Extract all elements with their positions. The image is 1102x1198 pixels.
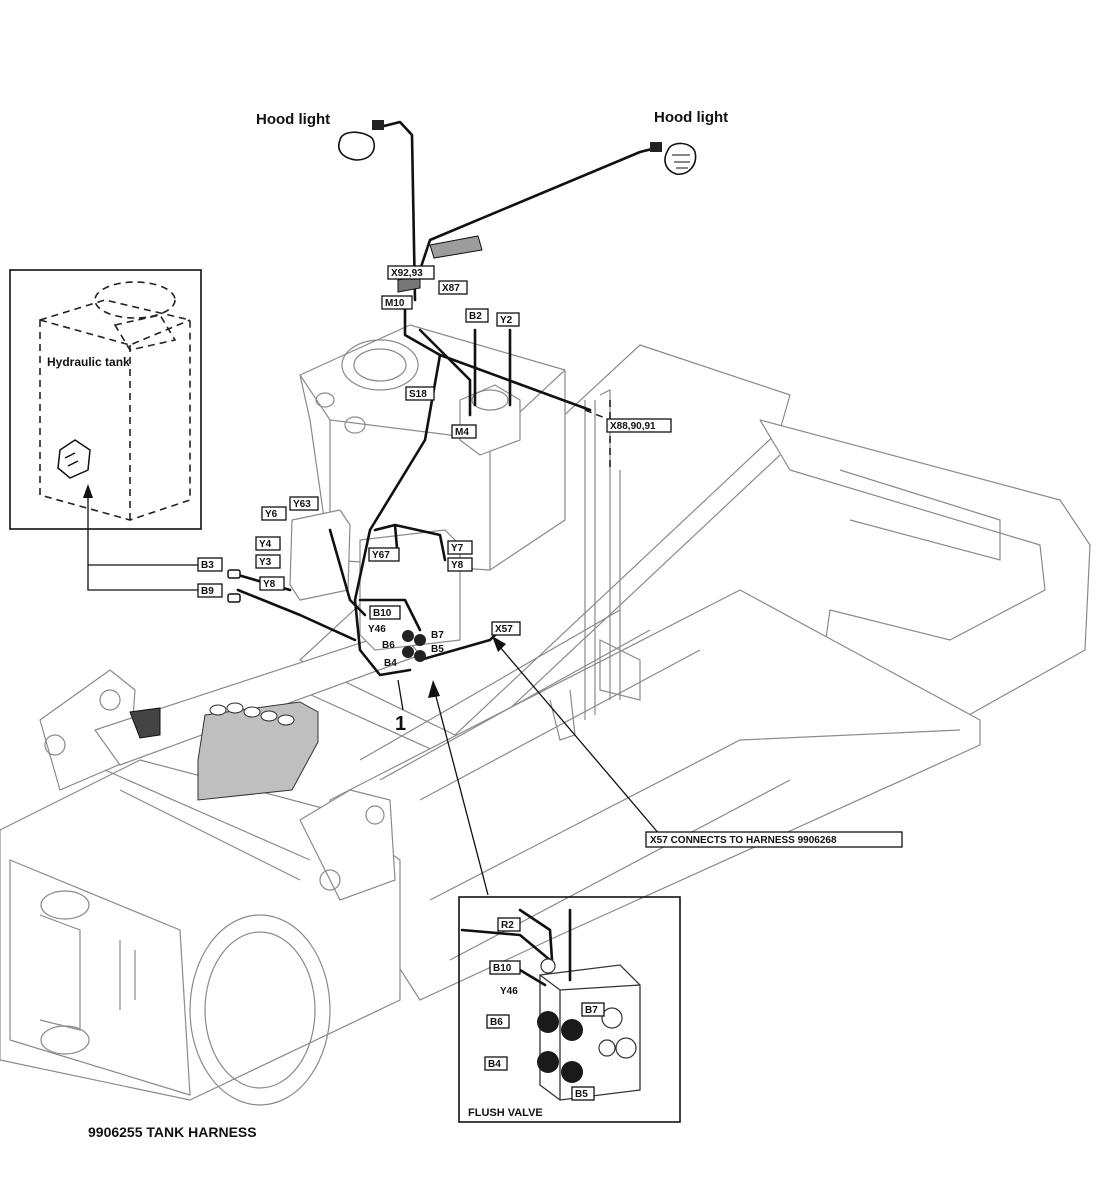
tag-b5: B5 [431,644,444,655]
flush-valve-label: FLUSH VALVE [468,1107,543,1119]
tag-y46: Y46 [368,624,386,635]
tag-b7: B7 [431,630,444,641]
tag-y6: Y6 [265,509,278,520]
tag-x88-90-91: X88,90,91 [610,421,656,432]
tag-x92-93: X92,93 [391,268,423,279]
tag-y2: Y2 [500,315,513,326]
tag-m10: M10 [385,298,405,309]
flush-valve-tags: R2 B10 Y46 B7 B6 B4 B5 [484,917,605,1101]
tag-b4: B4 [384,658,397,669]
hydraulic-tank-inset-frame [9,269,202,530]
inset-tag-b7: B7 [585,1005,598,1016]
inset-tag-b5: B5 [575,1089,588,1100]
wire-harness [83,120,697,896]
tag-s18: S18 [409,389,427,400]
tag-y67: Y67 [372,550,390,561]
tag-y8-left: Y8 [263,579,276,590]
tag-b10: B10 [373,608,392,619]
tag-y3: Y3 [259,557,272,568]
inset-tag-b4: B4 [488,1059,501,1070]
flush-valve-inset-frame [458,896,681,1123]
inset-tag-y46: Y46 [500,986,518,997]
tag-y4: Y4 [259,539,272,550]
x57-note-box [645,831,903,848]
x57-note: X57 CONNECTS TO HARNESS 9906268 [650,835,837,846]
tag-b3: B3 [201,560,214,571]
caption: 9906255 TANK HARNESS [88,1124,257,1140]
tag-b6: B6 [382,640,395,651]
hood-light-left-label: Hood light [256,111,330,128]
tag-b2: B2 [469,311,482,322]
tag-m4: M4 [455,427,469,438]
item-number-1: 1 [395,713,406,735]
hood-light-right-icon [664,142,697,175]
hood-light-right-label: Hood light [654,109,728,126]
flush-valve-inset: FLUSH VALVE [458,896,681,1123]
tag-y7: Y7 [451,543,464,554]
tag-b9: B9 [201,586,214,597]
flush-valve-cluster [402,630,426,662]
tag-x87: X87 [442,283,460,294]
hydraulic-tank-inset: Hydraulic tank [9,269,202,530]
tag-x57: X57 [495,624,513,635]
hood-light-left-icon [338,131,376,161]
inset-tag-r2: R2 [501,920,514,931]
tag-y8-right: Y8 [451,560,464,571]
hydraulic-tank-label: Hydraulic tank [47,355,130,369]
connector-tags: X92,93 X87 M10 B2 Y2 S18 M4 X88,90,91 Y6… [197,265,672,669]
tag-y63: Y63 [293,499,311,510]
inset-tag-b6: B6 [490,1017,503,1028]
inset-tag-b10: B10 [493,963,512,974]
